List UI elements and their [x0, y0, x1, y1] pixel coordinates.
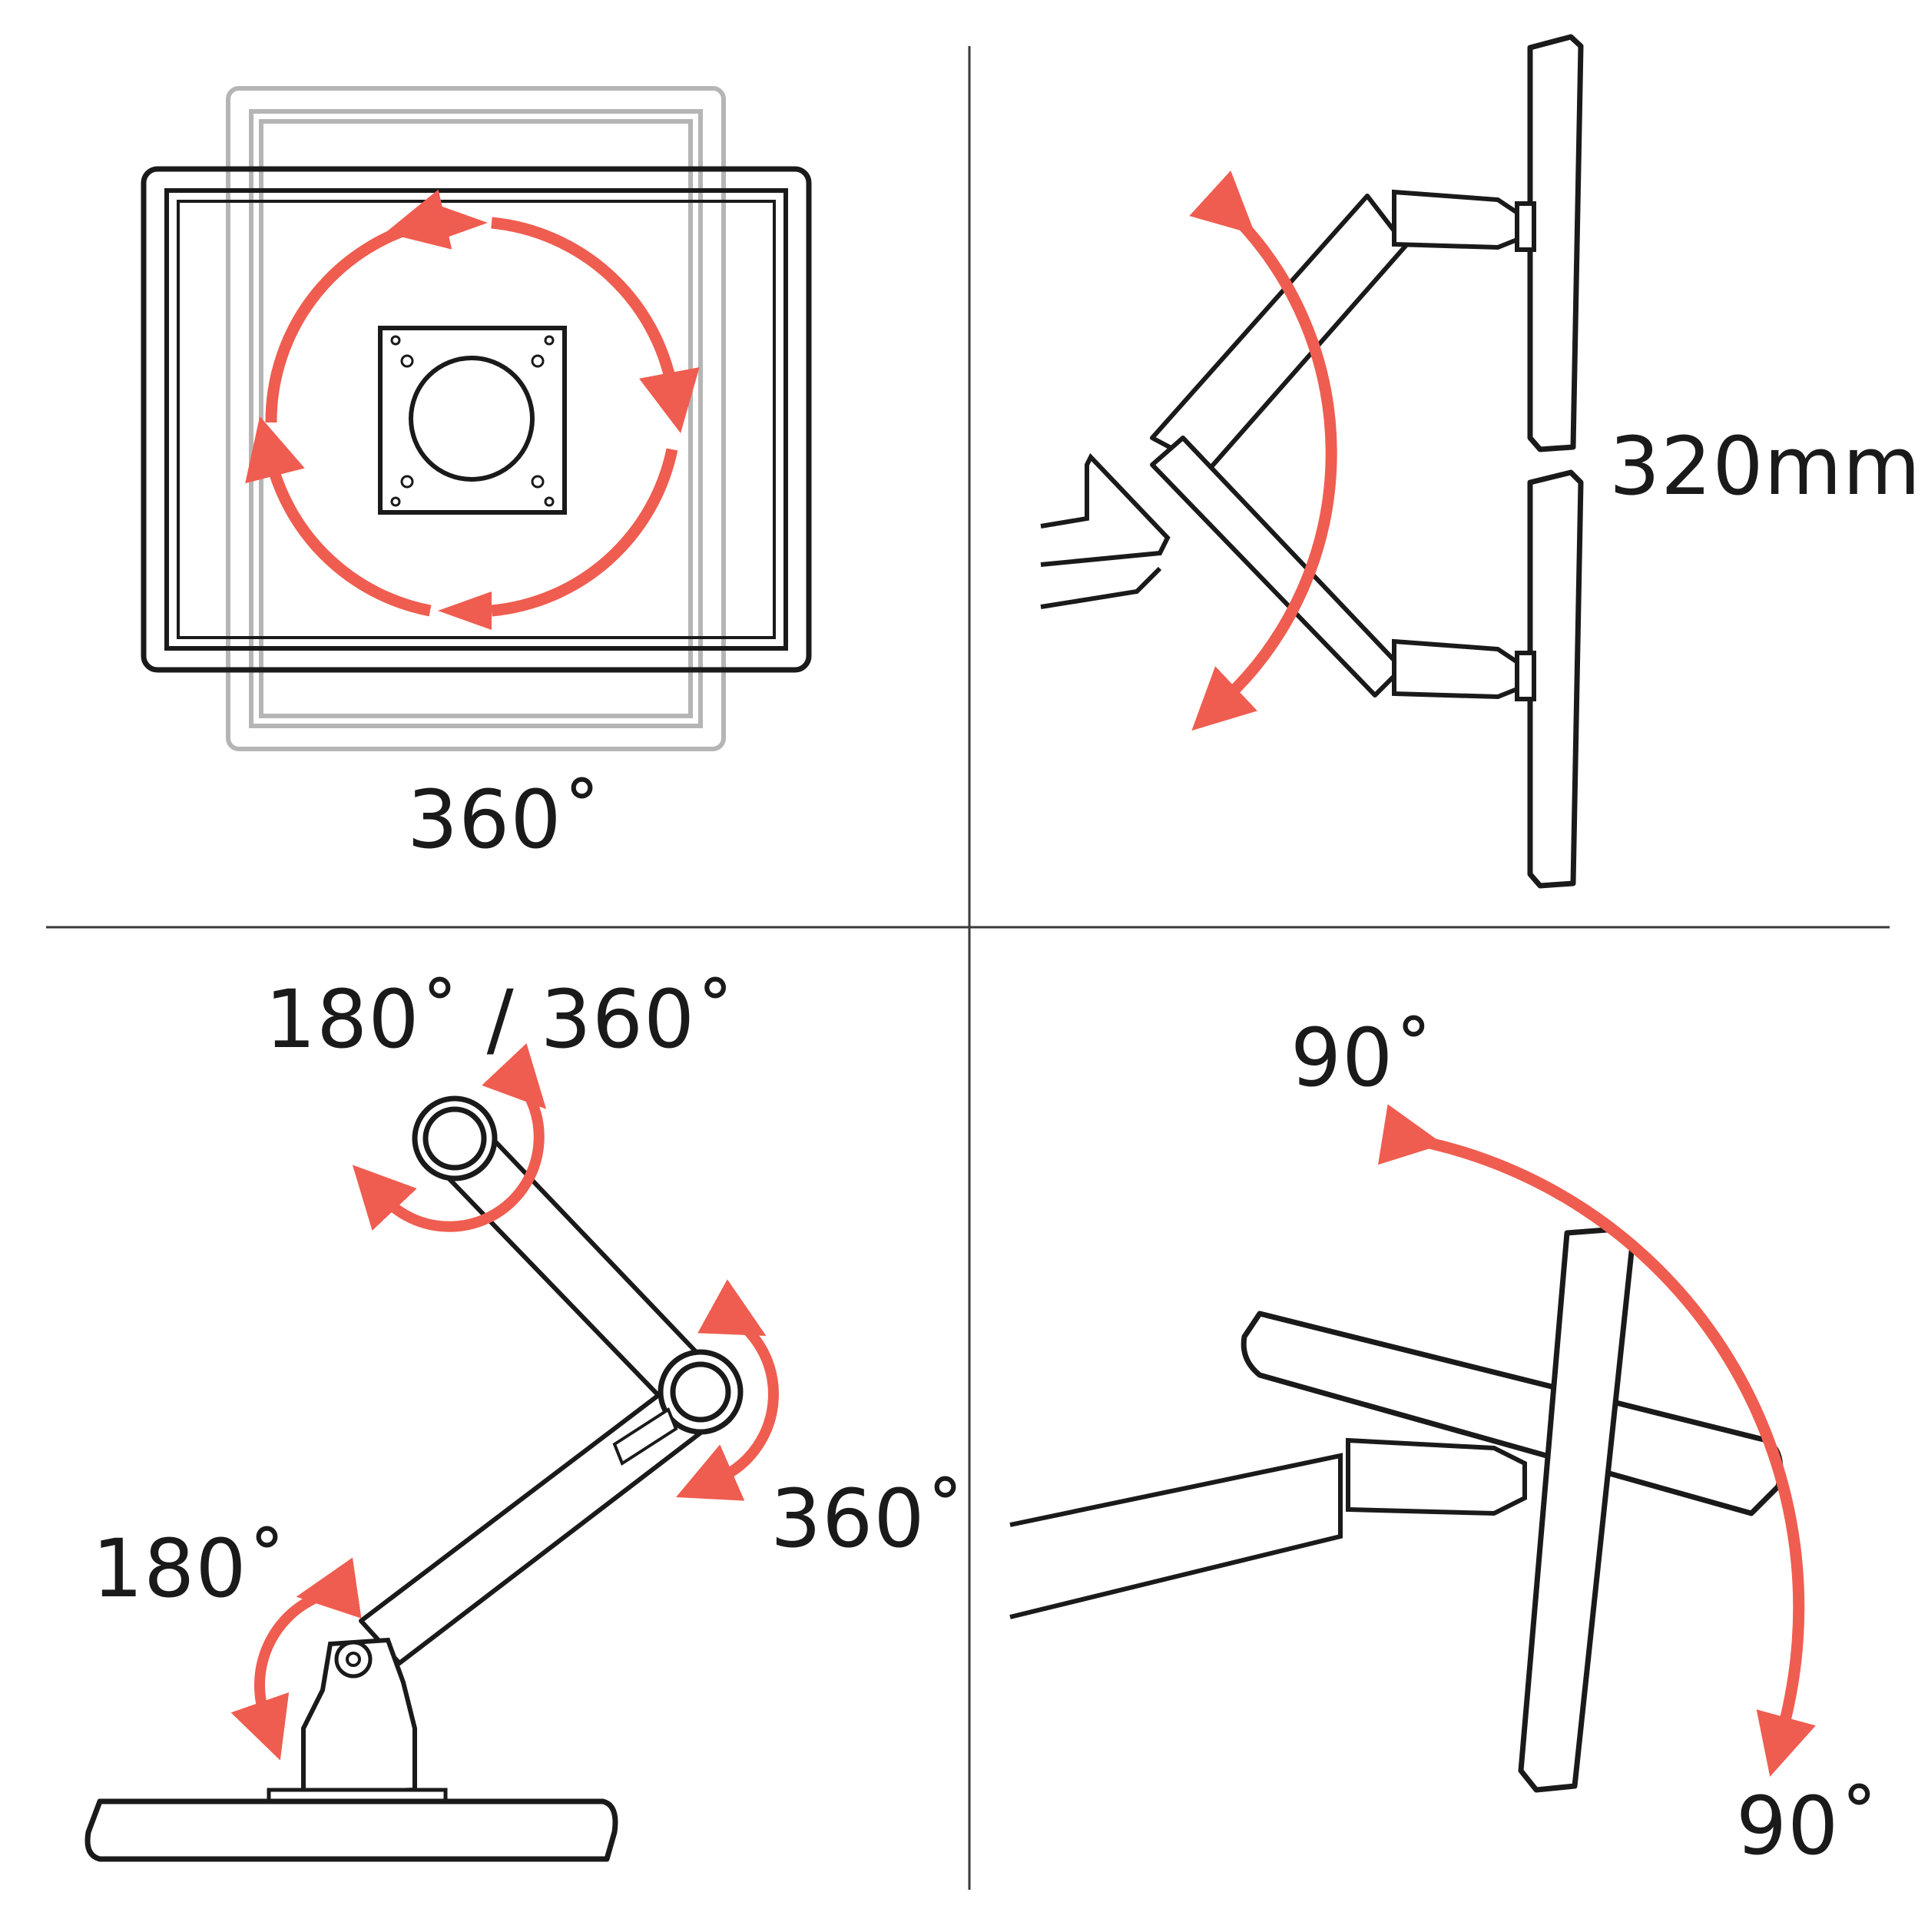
- vesa-plate: [378, 326, 567, 515]
- rotation-arrow-bottom-head: [438, 592, 492, 630]
- joints-quadrant: [84, 1043, 779, 1862]
- tilt-arc-arrow: [1377, 1104, 1816, 1777]
- upper-arm-position: [1150, 194, 1408, 471]
- desk-clamp: [1040, 452, 1171, 609]
- tilt-up-label: 90˚: [1290, 1011, 1435, 1105]
- upright-monitor: [1518, 1226, 1635, 1793]
- height-quadrant: [1040, 34, 1584, 889]
- lower-head-mount: [1392, 638, 1536, 701]
- top-joint: [412, 1095, 498, 1181]
- rotation-quadrant: [141, 86, 812, 751]
- monitor-landscape: [141, 166, 812, 673]
- tilt-head-mount: [1346, 1437, 1527, 1516]
- base-swivel-label: 180˚: [92, 1522, 288, 1616]
- lower-monitor-profile: [1527, 469, 1584, 889]
- rotation-label: 360˚: [407, 773, 603, 867]
- base-post: [267, 1637, 448, 1808]
- joint-rotation-arrows: [230, 1043, 779, 1761]
- height-adjustment-label: 320mm: [1609, 419, 1922, 513]
- tilt-down-label: 90˚: [1736, 1779, 1880, 1873]
- desk-arm: [1009, 1453, 1343, 1619]
- upper-monitor-profile: [1527, 34, 1584, 452]
- top-joint-label: 180˚ / 360˚: [265, 973, 737, 1066]
- lower-arm-position: [1150, 436, 1404, 698]
- height-arc-arrow: [1189, 170, 1337, 731]
- upper-head-mount: [1392, 189, 1536, 252]
- tilt-quadrant: [1009, 1104, 1816, 1793]
- elbow-joint-label: 360˚: [770, 1472, 966, 1566]
- rotation-arrow-top-head: [434, 204, 488, 242]
- rotation-arrows: [245, 189, 700, 617]
- monitor-top-view: [84, 1798, 618, 1862]
